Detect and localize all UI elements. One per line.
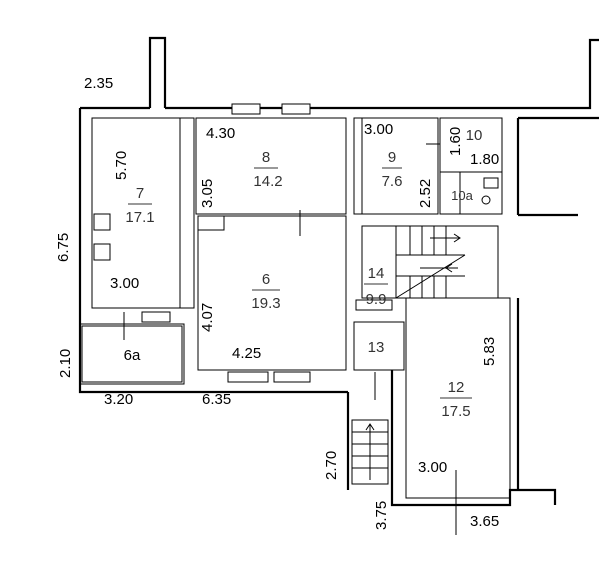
dim-4-25: 4.25	[232, 345, 261, 362]
dim-4-07: 4.07	[199, 303, 216, 332]
dim-3-05: 3.05	[199, 179, 216, 208]
svg-text:7.6: 7.6	[382, 173, 403, 190]
windows	[141, 103, 393, 383]
dim-4-30: 4.30	[206, 125, 235, 142]
room-13-outline	[353, 321, 405, 371]
room-label-6: 6 19.3	[251, 271, 280, 312]
svg-text:17.5: 17.5	[441, 403, 470, 420]
stairs-upper	[409, 226, 461, 298]
svg-text:6a: 6a	[124, 347, 141, 364]
svg-text:13: 13	[368, 339, 385, 356]
room-label-14: 14 9.9	[364, 265, 388, 308]
dim-3-00-room7: 3.00	[110, 275, 139, 292]
svg-text:8: 8	[262, 149, 270, 166]
room-label-9: 9 7.6	[382, 149, 403, 190]
dimension-labels: 2.35 5.70 4.30 3.05 3.00 1.60 1.80 2.52 …	[55, 75, 499, 530]
room-7-outline	[91, 117, 195, 309]
svg-text:6: 6	[262, 271, 270, 288]
outer-walls	[78, 36, 599, 507]
room-6a-outline	[79, 323, 185, 385]
svg-text:12: 12	[448, 379, 465, 396]
dim-6-75: 6.75	[55, 233, 72, 262]
dim-6-35: 6.35	[202, 391, 231, 408]
dim-5-83: 5.83	[481, 337, 498, 366]
room-label-8: 8 14.2	[253, 149, 282, 190]
room-label-10a: 10a	[451, 188, 473, 203]
room-14-outline	[361, 225, 499, 299]
dim-1-60: 1.60	[447, 127, 464, 156]
room-label-12: 12 17.5	[440, 379, 472, 420]
svg-text:10a: 10a	[451, 188, 473, 203]
svg-text:10: 10	[466, 127, 483, 144]
room-10-outline	[439, 117, 503, 215]
dim-3-00-room12: 3.00	[418, 459, 447, 476]
dim-5-70: 5.70	[113, 151, 130, 180]
dim-3-75: 3.75	[373, 501, 390, 530]
room-label-6a: 6a	[124, 347, 141, 364]
svg-text:14.2: 14.2	[253, 173, 282, 190]
dim-2-70: 2.70	[323, 451, 340, 480]
dim-2-52: 2.52	[417, 179, 434, 208]
dim-2-10: 2.10	[57, 349, 74, 378]
svg-text:7: 7	[136, 185, 144, 202]
svg-text:19.3: 19.3	[251, 295, 280, 312]
room-9-outline	[353, 117, 439, 215]
doors	[93, 143, 457, 535]
room-8-outline	[195, 117, 347, 215]
svg-text:9: 9	[388, 149, 396, 166]
dim-2-35: 2.35	[84, 75, 113, 92]
dim-3-65: 3.65	[470, 513, 499, 530]
dim-1-80: 1.80	[470, 151, 499, 168]
stairs-lower	[351, 372, 389, 485]
svg-text:17.1: 17.1	[125, 209, 154, 226]
svg-text:14: 14	[368, 265, 385, 282]
room-label-13: 13	[368, 339, 385, 356]
room-12-outline	[405, 297, 511, 499]
room-label-7: 7 17.1	[125, 185, 154, 226]
room-label-10: 10	[466, 127, 483, 144]
room-6-outline	[197, 215, 347, 371]
dim-3-00-room9: 3.00	[364, 121, 393, 138]
svg-text:9.9: 9.9	[366, 291, 387, 308]
dim-3-20: 3.20	[104, 391, 133, 408]
